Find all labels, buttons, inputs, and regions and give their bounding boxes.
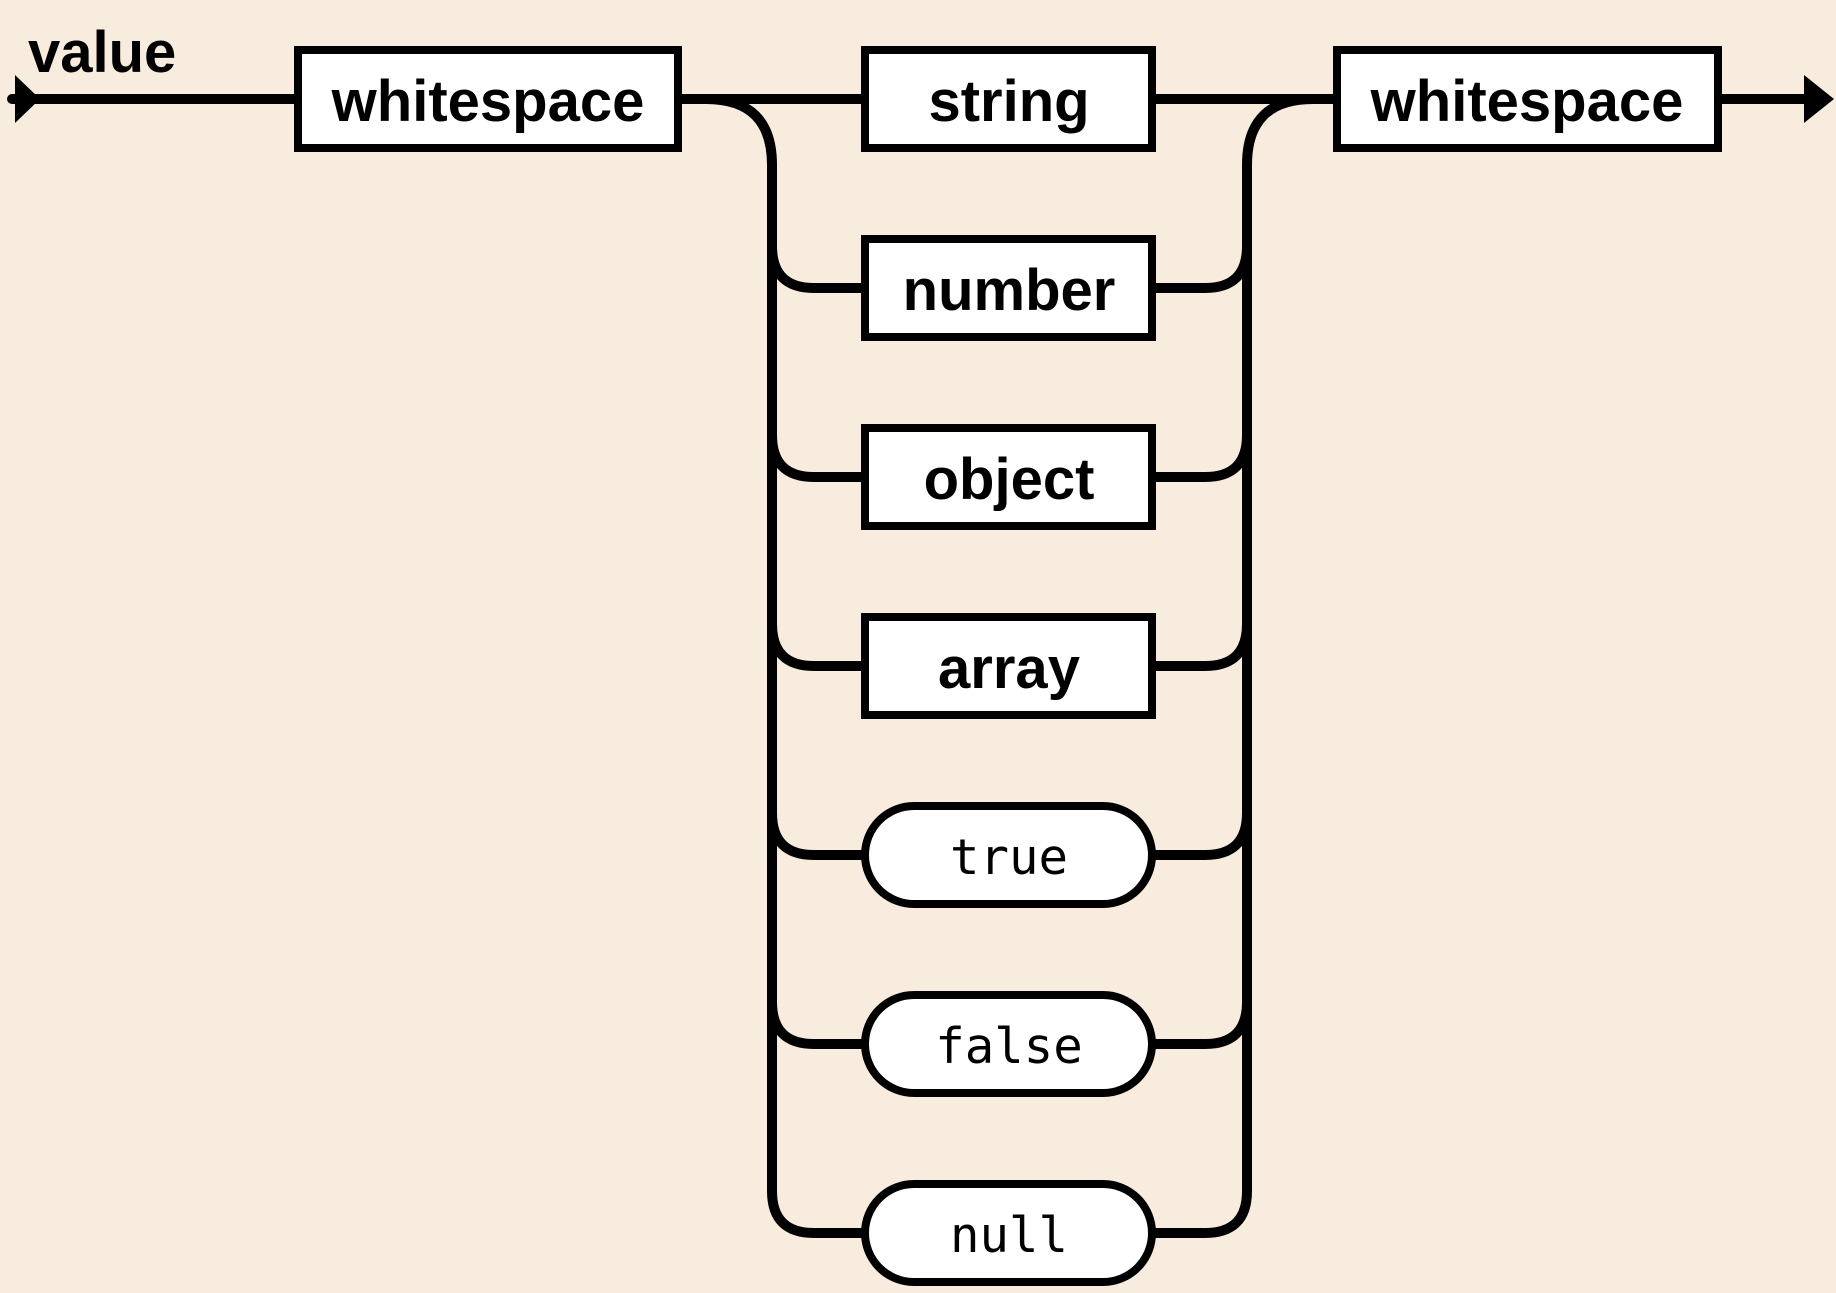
node-object-box [861,424,1156,530]
node-whitespace-exit-box [1333,46,1722,152]
node-whitespace-exit-label: whitespace [1370,69,1684,134]
node-string-label: string [928,69,1089,134]
node-false-label: false [935,1018,1083,1075]
node-null-label: null [950,1207,1068,1264]
node-array-label: array [938,636,1080,701]
rail-branch-left [701,94,870,1238]
node-number-box [861,235,1156,341]
rail-branch-right [1147,94,1318,1238]
node-true: true [861,802,1156,908]
node-string-box [861,46,1156,152]
node-null: null [861,1180,1156,1286]
node-whitespace-entry-label: whitespace [331,69,645,134]
node-true-box [861,802,1156,908]
node-array-box [861,613,1156,719]
end-arrow-icon [1804,75,1834,123]
node-whitespace-exit: whitespace [1333,46,1722,152]
node-object: object [861,424,1156,530]
node-object-label: object [924,447,1095,512]
node-whitespace-entry-box [294,46,682,152]
node-whitespace-entry: whitespace [294,46,682,152]
node-false-box [861,991,1156,1097]
node-number: number [861,235,1156,341]
node-array: array [861,613,1156,719]
node-number-label: number [903,258,1116,323]
node-true-label: true [950,829,1068,886]
node-null-box [861,1180,1156,1286]
diagram-title: value [28,20,176,85]
node-false: false [861,991,1156,1097]
node-string: string [861,46,1156,152]
